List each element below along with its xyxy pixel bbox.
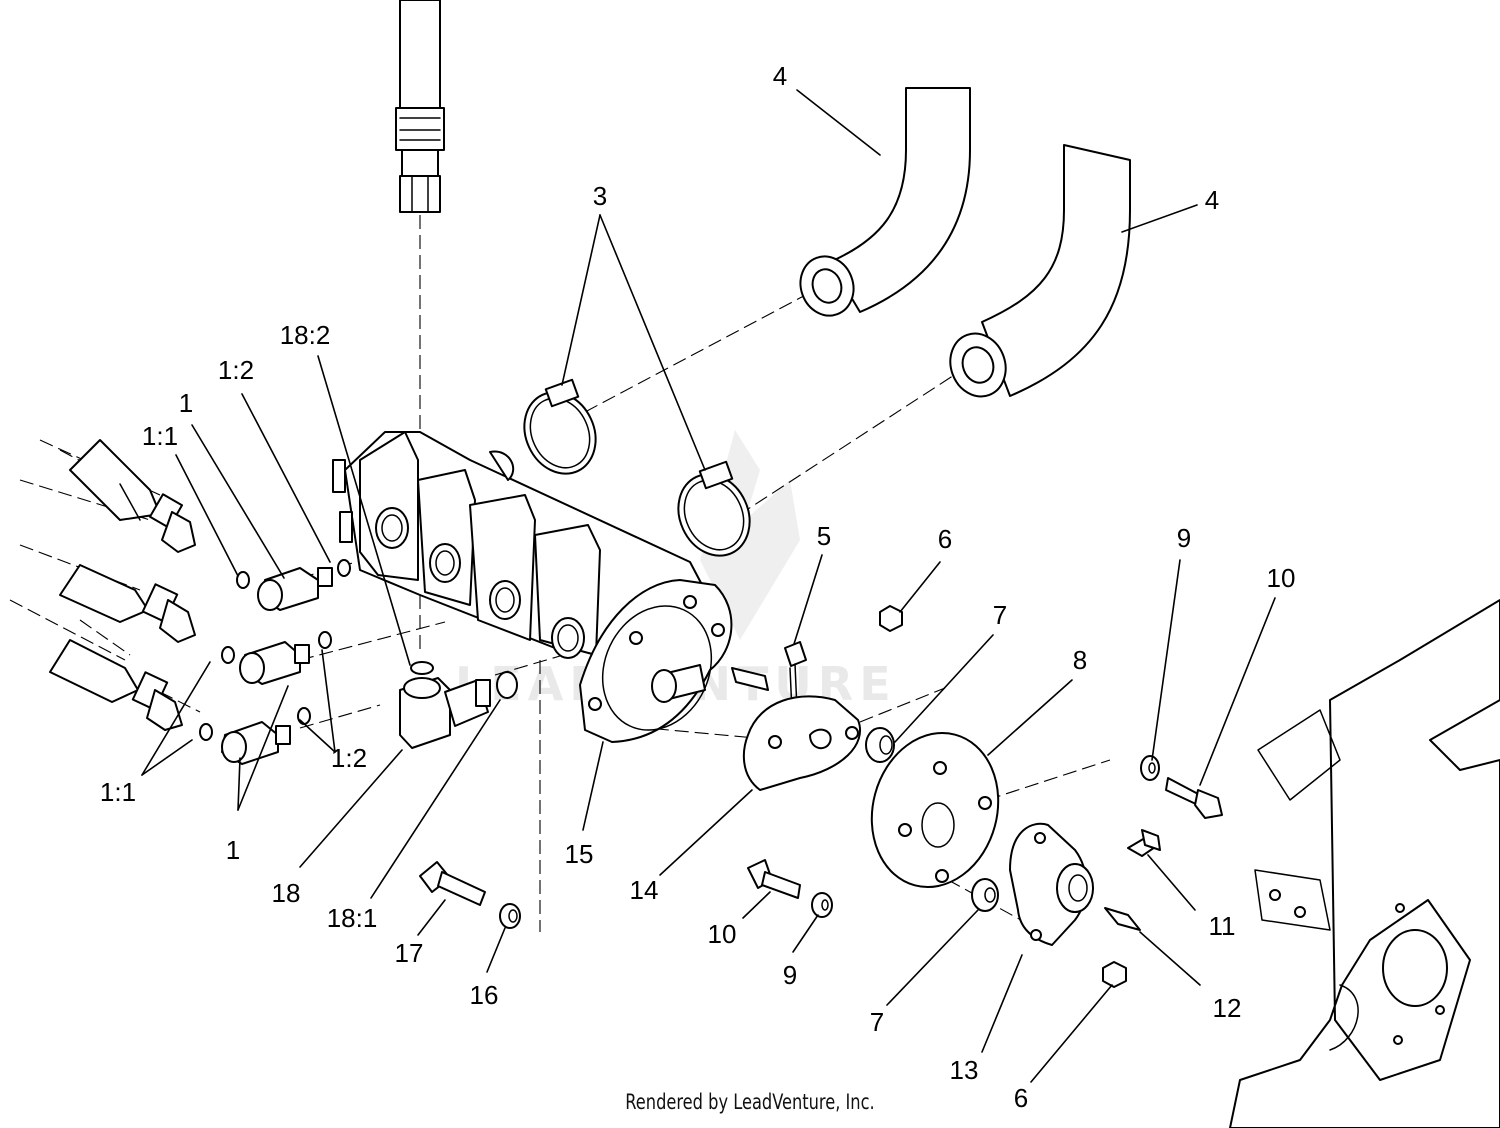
- callout-18-2: 18:2: [280, 320, 331, 350]
- spacer-7-bottom: [971, 878, 999, 912]
- bolt-17: [419, 861, 486, 906]
- elbow-fitting-middle: [221, 631, 332, 685]
- suction-hose-lower: [949, 144, 1131, 398]
- side-hose-middle: [59, 564, 196, 643]
- callout-9-left: 9: [783, 960, 797, 990]
- callout-4-right: 4: [1205, 185, 1219, 215]
- elbow-fitting-bottom: [199, 707, 311, 765]
- lock-washer-16: [499, 903, 521, 929]
- elbow-fitting-top: [236, 559, 351, 611]
- callout-1-bottom: 1: [226, 835, 240, 865]
- washer-9-left: [811, 892, 833, 918]
- callout-16: 16: [470, 980, 499, 1010]
- vertical-hydraulic-hose: [395, 0, 445, 213]
- callout-1-2-bottom: 1:2: [331, 743, 367, 773]
- set-screw-11: [1127, 829, 1161, 857]
- callout-5: 5: [817, 521, 831, 551]
- callout-8: 8: [1073, 645, 1087, 675]
- callout-4-left: 4: [773, 61, 787, 91]
- footer-credit: Rendered by LeadVenture, Inc.: [625, 1090, 875, 1114]
- callout-1-1-bottom: 1:1: [100, 777, 136, 807]
- key-12: [1104, 907, 1141, 931]
- callout-10-right: 10: [1267, 563, 1296, 593]
- callout-1-2-top: 1:2: [218, 355, 254, 385]
- callout-1-top: 1: [179, 388, 193, 418]
- callout-13: 13: [950, 1055, 979, 1085]
- callout-3: 3: [593, 181, 607, 211]
- callout-6-top: 6: [938, 524, 952, 554]
- hydraulic-pump-body: [332, 431, 711, 659]
- callout-leaders: [141, 89, 1276, 1083]
- bolt-10-right: [1165, 777, 1223, 819]
- hub-13: [1009, 822, 1094, 946]
- callout-1-1-top: 1:1: [142, 421, 178, 451]
- washer-9-right: [1140, 755, 1160, 781]
- bolt-10-left: [747, 859, 801, 899]
- hose-clamp-lower: [677, 460, 751, 557]
- hex-nut-6-top: [879, 605, 903, 632]
- callout-9-right: 9: [1177, 523, 1191, 553]
- callout-12: 12: [1213, 993, 1242, 1023]
- callout-18: 18: [272, 878, 301, 908]
- suction-hose-upper: [799, 87, 971, 317]
- elbow-fitting-18: [399, 661, 518, 749]
- side-hose-top: [69, 439, 196, 553]
- pump-mounting-flange: [579, 579, 733, 743]
- side-hose-bottom: [49, 639, 183, 731]
- key-shaft: [731, 667, 769, 691]
- callout-17: 17: [395, 938, 424, 968]
- callout-labels: 4 4 3 18:2 1:2 1 1:1 5 6 7 8 9 10 1:2 1:…: [100, 61, 1296, 1113]
- hex-nut-6-bottom: [1102, 961, 1127, 988]
- callout-14: 14: [630, 875, 659, 905]
- adapter-plate-14: [742, 695, 861, 791]
- hose-clamp-upper: [523, 378, 597, 475]
- callout-11: 11: [1209, 911, 1236, 941]
- callout-7-top: 7: [993, 600, 1007, 630]
- callout-18-1: 18:1: [327, 903, 378, 933]
- callout-7-bottom: 7: [870, 1007, 884, 1037]
- callout-10-left: 10: [708, 919, 737, 949]
- coupler-disk-8: [870, 731, 1000, 889]
- callout-6-bottom: 6: [1014, 1083, 1028, 1113]
- mounting-frame: [1229, 599, 1500, 1128]
- callout-15: 15: [565, 839, 594, 869]
- spacer-7-top: [865, 727, 895, 763]
